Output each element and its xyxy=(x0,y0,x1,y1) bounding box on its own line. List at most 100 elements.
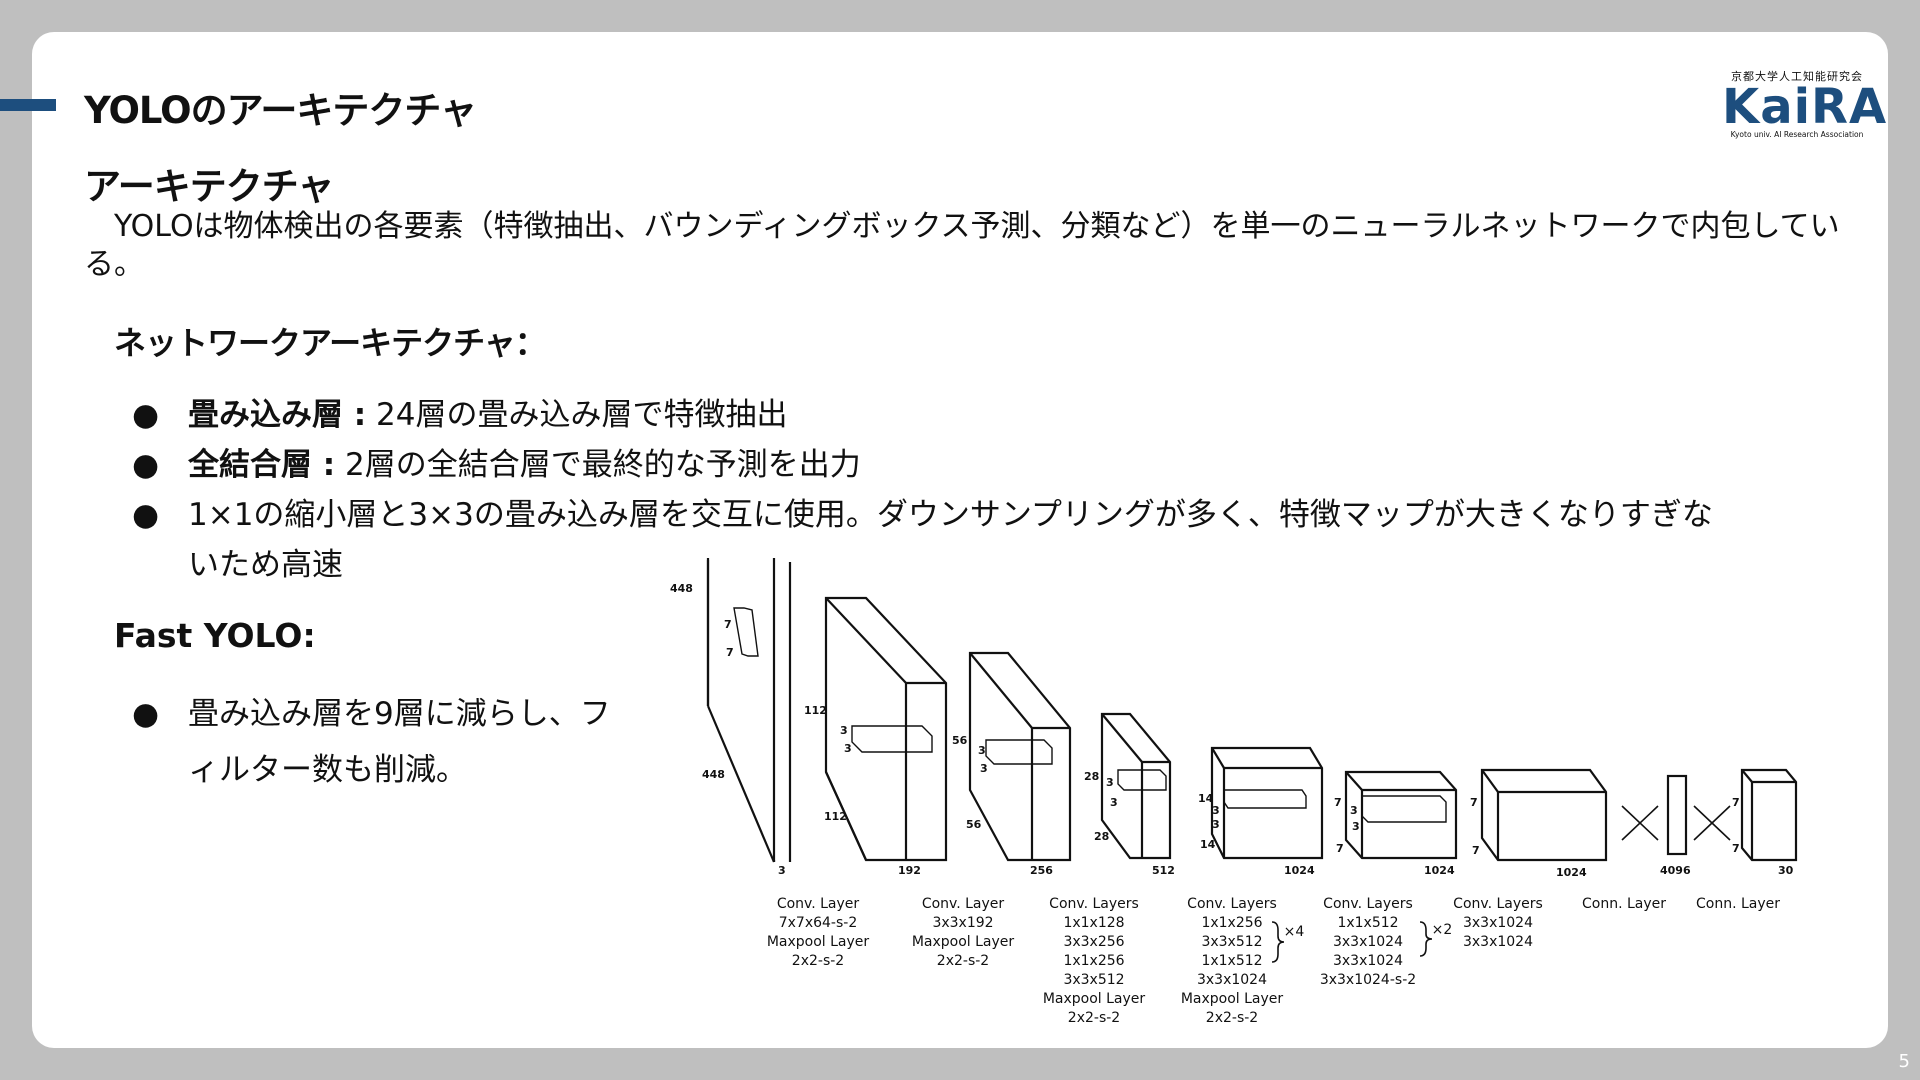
dim-label: 3 xyxy=(1352,820,1360,833)
output-volume xyxy=(1740,768,1798,862)
list-item: ●畳み込み層 : 24層の畳み込み層で特徴抽出 xyxy=(114,390,1734,440)
dim-label: 30 xyxy=(1778,864,1794,877)
dim-label: 7 xyxy=(1472,844,1480,857)
yolo-architecture-diagram: 448 448 3 7 7 112 112 192 3 3 56 56 256 … xyxy=(660,558,1820,1028)
dim-label: 3 xyxy=(844,742,852,755)
caption-line: 2x2-s-2 xyxy=(1206,1010,1258,1026)
dim-label: 7 xyxy=(1334,796,1342,809)
caption-line: 2x2-s-2 xyxy=(937,953,989,969)
fc-layer-4096 xyxy=(1666,774,1688,856)
dim-label: 14 xyxy=(1200,838,1216,851)
caption-line: 2x2-s-2 xyxy=(1068,1010,1120,1026)
caption-line: 1x1x128 xyxy=(1063,915,1124,931)
conv-block-3 xyxy=(968,651,1072,862)
caption-line: Maxpool Layer xyxy=(767,934,870,950)
dim-label: 7 xyxy=(1732,796,1740,809)
caption-line: Conv. Layers xyxy=(1453,896,1543,912)
dim-label: 4096 xyxy=(1660,864,1691,877)
dim-label: 112 xyxy=(824,810,847,823)
caption-line: 1x1x512 xyxy=(1201,953,1262,969)
dim-label: 7 xyxy=(724,618,732,631)
caption-line: 3x3x1024 xyxy=(1333,934,1403,950)
network-heading: ネットワークアーキテクチャ： xyxy=(114,324,547,362)
conv-block-4 xyxy=(1100,712,1172,860)
architecture-bullets: ●畳み込み層 : 24層の畳み込み層で特徴抽出 ●全結合層 : 2層の全結合層で… xyxy=(114,390,1734,590)
dim-label: 28 xyxy=(1094,830,1109,843)
dim-label: 1024 xyxy=(1424,864,1455,877)
layer-captions: Conv. Layer 7x7x64-s-2 Maxpool Layer 2x2… xyxy=(767,896,1780,1026)
caption-line: 3x3x192 xyxy=(932,915,993,931)
dim-label: 1024 xyxy=(1284,864,1315,877)
fc-cross-2 xyxy=(1693,805,1731,841)
repeat-braces xyxy=(1271,921,1433,963)
caption-line: Maxpool Layer xyxy=(1043,991,1146,1007)
conv-block-2 xyxy=(824,596,948,862)
dim-label: 3 xyxy=(978,744,986,757)
caption-line: 3x3x1024 xyxy=(1333,953,1403,969)
fc-cross-1 xyxy=(1621,805,1659,841)
bullet-dot: ● xyxy=(132,497,160,533)
dim-label: 1024 xyxy=(1556,866,1587,879)
caption-line: 1x1x256 xyxy=(1201,915,1262,931)
dim-label: 28 xyxy=(1084,770,1099,783)
logo-main-text: KaiRA xyxy=(1722,79,1888,135)
dim-label: 3 xyxy=(980,762,988,775)
list-item: ● 畳み込み層を9層に減らし、フィルター数も削減。 xyxy=(114,686,634,798)
repeat-label: ×2 xyxy=(1432,922,1453,938)
caption-line: Conv. Layer xyxy=(777,896,860,912)
conv-block-7 xyxy=(1480,768,1608,862)
dim-label: 112 xyxy=(804,704,827,717)
dim-label: 7 xyxy=(1470,796,1478,809)
caption-line: Conv. Layers xyxy=(1049,896,1139,912)
dim-label: 7 xyxy=(726,646,734,659)
caption-line: 3x3x512 xyxy=(1201,934,1262,950)
caption-line: Maxpool Layer xyxy=(1181,991,1284,1007)
caption-line: 3x3x1024 xyxy=(1463,915,1533,931)
caption-line: 1x1x512 xyxy=(1337,915,1398,931)
dim-label: 3 xyxy=(1212,804,1220,817)
dim-label: 512 xyxy=(1152,864,1175,877)
page-number: 5 xyxy=(1898,1051,1910,1072)
kaira-logo: 京都大学人工知能研究会 KaiRA Kyoto univ. AI Researc… xyxy=(1722,68,1888,139)
dim-label: 448 xyxy=(702,768,725,781)
logo-top-text: 京都大学人工知能研究会 xyxy=(1731,70,1863,83)
dim-label: 7 xyxy=(1732,842,1740,855)
logo-sub-text: Kyoto univ. AI Research Association xyxy=(1730,130,1864,139)
conv-block-6 xyxy=(1344,770,1458,860)
conv-block-5 xyxy=(1210,746,1324,860)
caption-line: 3x3x256 xyxy=(1063,934,1124,950)
caption-line: 1x1x256 xyxy=(1063,953,1124,969)
caption-line: Conv. Layers xyxy=(1187,896,1277,912)
bullet-bold: 畳み込み層 : xyxy=(188,397,367,433)
bullet-dot: ● xyxy=(132,447,160,483)
caption-line: 3x3x1024 xyxy=(1463,934,1533,950)
caption-line: Conv. Layer xyxy=(922,896,1005,912)
dim-label: 448 xyxy=(670,582,693,595)
list-item: ●全結合層 : 2層の全結合層で最終的な予測を出力 xyxy=(114,440,1734,490)
caption-line: Conv. Layers xyxy=(1323,896,1413,912)
bullet-bold: 全結合層 : xyxy=(188,447,336,483)
slide xyxy=(32,32,1888,1048)
dim-label: 3 xyxy=(840,724,848,737)
caption-line: 7x7x64-s-2 xyxy=(779,915,858,931)
dim-label: 3 xyxy=(778,864,786,877)
dim-label: 192 xyxy=(898,864,921,877)
caption-line: Conn. Layer xyxy=(1696,896,1780,912)
fast-yolo-bullets: ● 畳み込み層を9層に減らし、フィルター数も削減。 xyxy=(114,686,634,798)
bullet-text: 畳み込み層を9層に減らし、フィルター数も削減。 xyxy=(188,696,611,788)
caption-line: 3x3x512 xyxy=(1063,972,1124,988)
dim-label: 7 xyxy=(1336,842,1344,855)
caption-line: 3x3x1024-s-2 xyxy=(1320,972,1416,988)
caption-line: 3x3x1024 xyxy=(1197,972,1267,988)
list-item: ●1×1の縮小層と3×3の畳み込み層を交互に使用。ダウンサンプリングが多く、特徴… xyxy=(114,490,1734,590)
dim-label: 3 xyxy=(1350,804,1358,817)
dim-label: 3 xyxy=(1212,818,1220,831)
dim-label: 56 xyxy=(966,818,982,831)
caption-line: Maxpool Layer xyxy=(912,934,1015,950)
dim-label: 3 xyxy=(1110,796,1118,809)
dim-label: 256 xyxy=(1030,864,1053,877)
caption-line: Conn. Layer xyxy=(1582,896,1666,912)
dim-label: 56 xyxy=(952,734,968,747)
bullet-dot: ● xyxy=(132,397,160,433)
bullet-dot: ● xyxy=(132,696,160,732)
